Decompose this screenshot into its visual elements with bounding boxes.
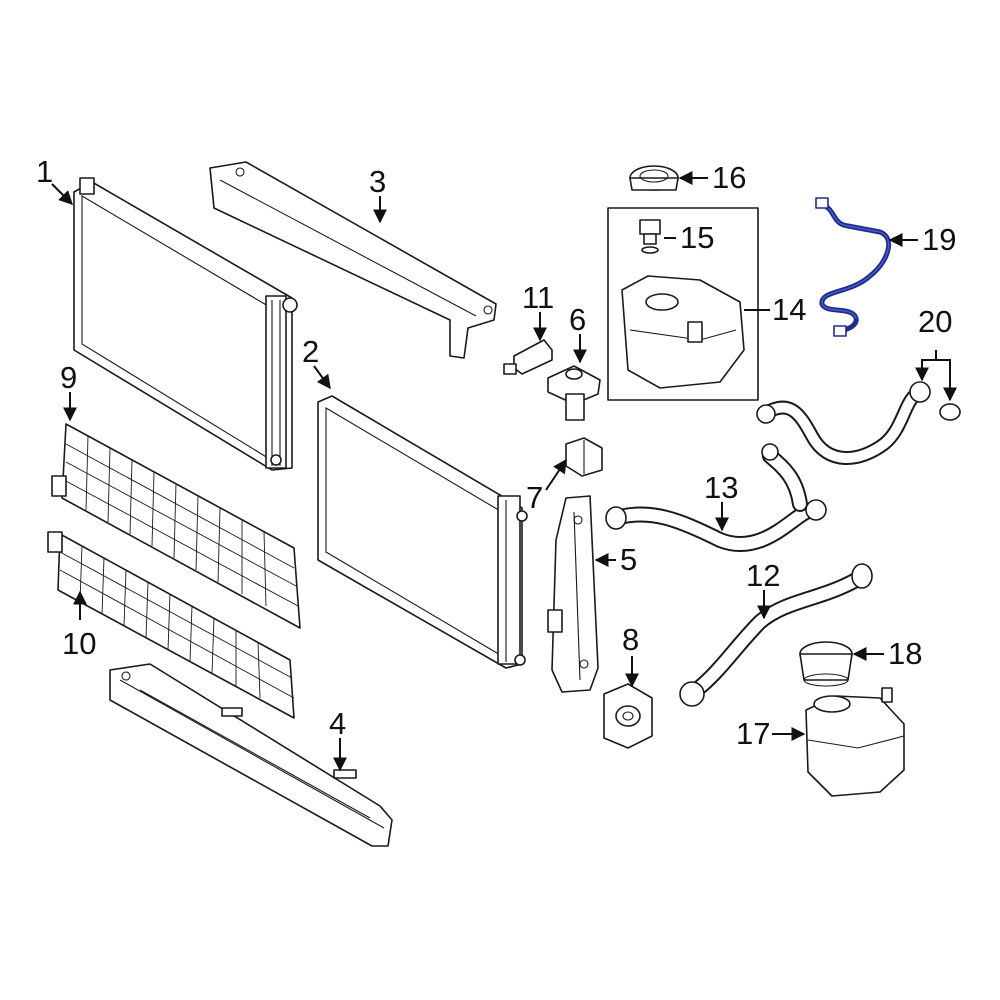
part-14-expansion-tank[interactable] xyxy=(607,207,759,401)
callout-20: 20 xyxy=(918,304,952,339)
callout-7: 7 xyxy=(526,480,543,515)
part-12-hose[interactable] xyxy=(679,563,873,707)
callout-2: 2 xyxy=(302,334,319,369)
part-20-hose[interactable] xyxy=(756,381,961,465)
part-16-cap[interactable] xyxy=(629,165,679,191)
part-3-upper-support[interactable] xyxy=(209,161,497,359)
callout-14: 14 xyxy=(772,292,806,327)
part-2-condenser[interactable] xyxy=(317,395,528,669)
part-8-mount[interactable] xyxy=(603,683,653,749)
callout-4: 4 xyxy=(329,706,346,741)
callout-6: 6 xyxy=(569,302,586,337)
part-1-radiator[interactable] xyxy=(73,177,298,471)
part-9-air-guide-upper[interactable] xyxy=(51,423,301,629)
callout-1: 1 xyxy=(36,154,53,189)
callout-5: 5 xyxy=(620,542,637,577)
callout-16: 16 xyxy=(712,160,746,195)
part-13-hose[interactable] xyxy=(605,443,827,553)
callout-9: 9 xyxy=(60,360,77,395)
part-15-valve[interactable] xyxy=(639,219,661,254)
callout-3: 3 xyxy=(369,164,386,199)
callout-18: 18 xyxy=(888,636,922,671)
part-19-vent-hose[interactable] xyxy=(815,197,892,337)
part-4-lower-carrier[interactable] xyxy=(109,663,393,847)
callout-11: 11 xyxy=(522,280,554,315)
part-5-side-bracket[interactable] xyxy=(547,495,599,693)
part-18-cap[interactable] xyxy=(799,641,853,687)
callout-17: 17 xyxy=(736,716,770,751)
part-7-buffer[interactable] xyxy=(565,437,603,477)
part-6-mount[interactable] xyxy=(547,365,601,421)
part-17-reservoir[interactable] xyxy=(805,687,905,797)
callout-19: 19 xyxy=(922,222,956,257)
leader-lines xyxy=(51,171,957,772)
part-10-air-guide-lower[interactable] xyxy=(47,531,295,719)
callout-10: 10 xyxy=(62,626,96,661)
part-11-sensor[interactable] xyxy=(503,339,553,375)
callout-8: 8 xyxy=(622,622,639,657)
callout-15: 15 xyxy=(680,220,714,255)
callout-numbers: 1 2 3 4 5 6 7 8 9 10 11 12 13 14 15 16 1… xyxy=(36,154,956,751)
callout-12: 12 xyxy=(746,558,780,593)
callout-13: 13 xyxy=(704,470,738,505)
